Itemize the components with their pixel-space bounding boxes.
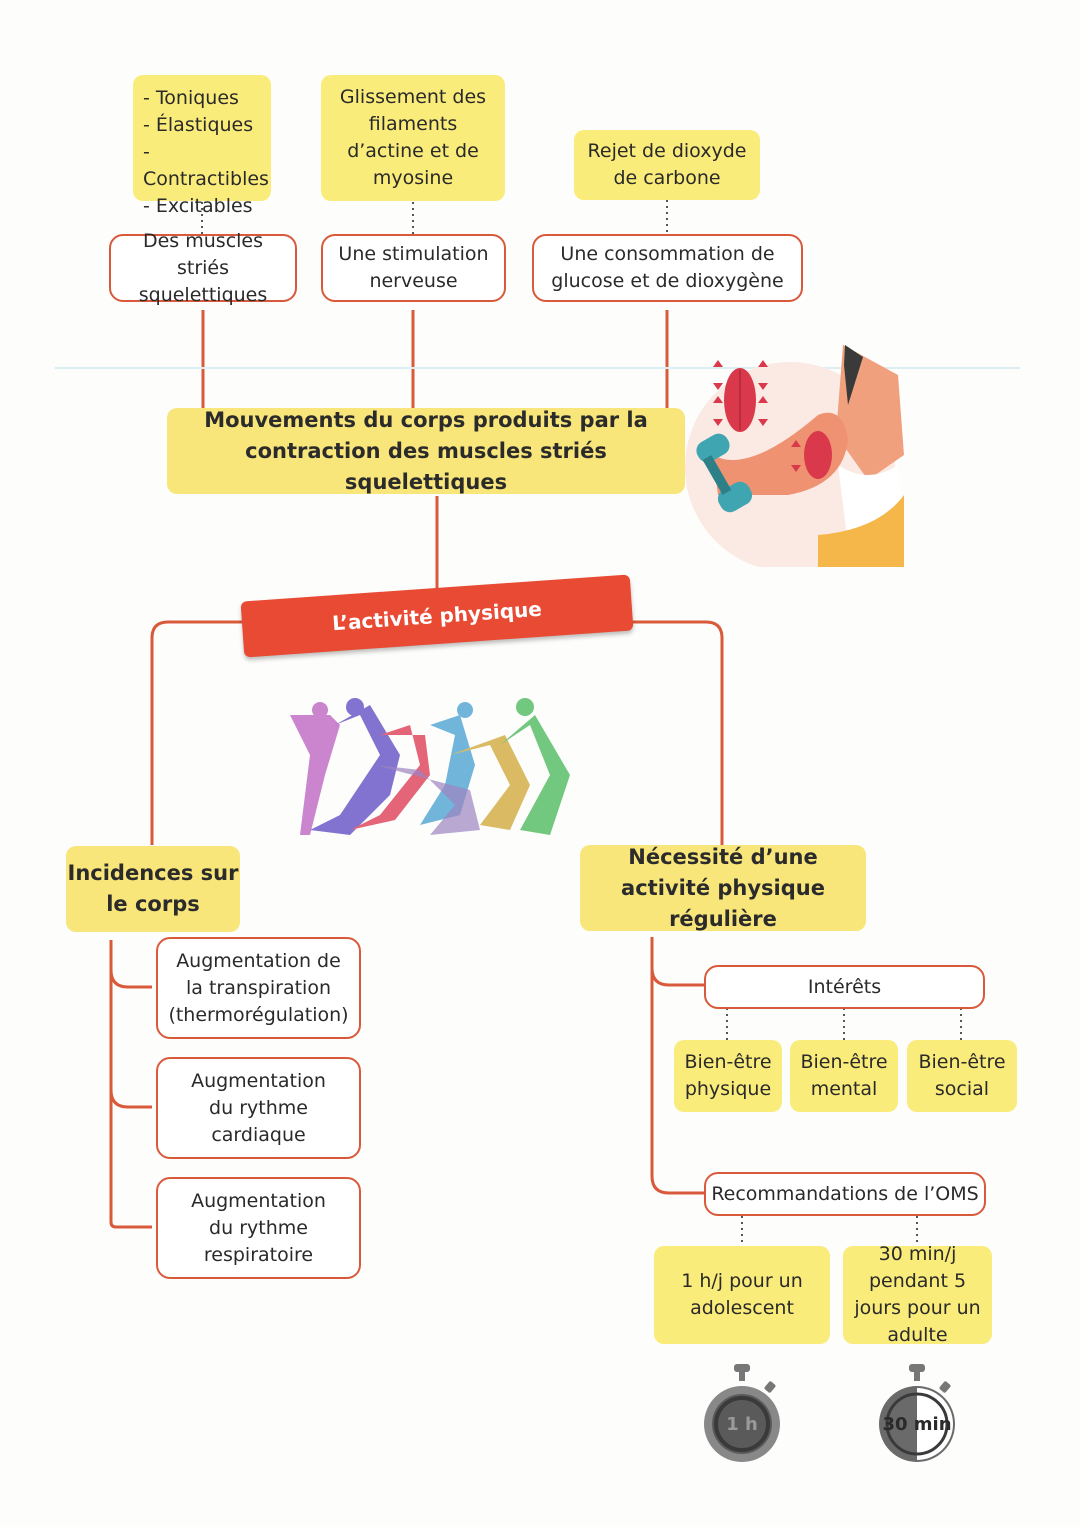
teen-recommendation-text: 1 h/j pour un adolescent <box>681 1270 803 1319</box>
adult-recommendation-text: 30 min/j pendant 5 jours pour un adulte <box>854 1243 981 1346</box>
nervous-stimulation-box: Une stimulation nerveuse <box>321 234 506 302</box>
necessity-title: Nécessité d’une activité physique réguli… <box>621 844 825 931</box>
stopwatch-icon: 30 min <box>877 1362 957 1468</box>
sliding-filaments-box: Glissement des filaments d’actine et de … <box>321 75 505 201</box>
property-item: - Toniques <box>143 87 239 109</box>
timer-30min-label: 30 min <box>882 1414 952 1435</box>
property-item: - Contractibles <box>143 141 269 190</box>
adult-recommendation-box: 30 min/j pendant 5 jours pour un adulte <box>843 1243 992 1346</box>
muscle-arm-icon <box>685 345 904 567</box>
interests-title: Intérêts <box>807 975 882 998</box>
activity-banner-text: L’activité physique <box>331 596 543 636</box>
timer-1h-label: 1 h <box>726 1414 758 1435</box>
co2-rejection-box: Rejet de dioxyde de carbone <box>574 130 760 200</box>
skeletal-muscles-text: Des muscles striés squelettiques <box>138 229 268 306</box>
teen-recommendation-box: 1 h/j pour un adolescent <box>654 1246 830 1344</box>
sweating-text: Augmentation de la transpiration (thermo… <box>168 949 349 1026</box>
heart-rate-box: Augmentation du rythme cardiaque <box>156 1057 361 1159</box>
consumption-text: Une consommation de glucose et de dioxyg… <box>551 243 784 292</box>
mental-wellbeing-text: Bien-être mental <box>800 1051 888 1100</box>
property-item: - Élastiques <box>143 114 254 136</box>
interests-box: Intérêts <box>704 965 985 1009</box>
stopwatch-icon: 1 h <box>702 1362 782 1468</box>
consumption-box: Une consommation de glucose et de dioxyg… <box>532 234 803 302</box>
necessity-title-box: Nécessité d’une activité physique réguli… <box>580 845 866 931</box>
incidences-title-box: Incidences sur le corps <box>66 846 240 932</box>
property-item: - Excitables <box>143 195 253 217</box>
social-wellbeing-text: Bien-être social <box>918 1051 1006 1100</box>
skeletal-muscles-box: Des muscles striés squelettiques <box>109 230 297 306</box>
oms-box: Recommandations de l’OMS <box>704 1172 986 1216</box>
incidences-title: Incidences sur le corps <box>67 861 239 916</box>
mental-wellbeing-box: Bien-être mental <box>790 1040 898 1112</box>
physical-wellbeing-box: Bien-être physique <box>674 1040 782 1112</box>
sliding-filaments-text: Glissement des filaments d’actine et de … <box>339 86 487 189</box>
muscle-properties-box: - Toniques - Élastiques - Contractibles … <box>133 75 271 217</box>
co2-rejection-text: Rejet de dioxyde de carbone <box>587 140 747 189</box>
nervous-stimulation-text: Une stimulation nerveuse <box>338 243 489 292</box>
movements-box: Mouvements du corps produits par la cont… <box>167 408 685 494</box>
heart-rate-text: Augmentation du rythme cardiaque <box>191 1069 326 1146</box>
breathing-rate-text: Augmentation du rythme respiratoire <box>191 1189 326 1266</box>
breathing-rate-box: Augmentation du rythme respiratoire <box>156 1177 361 1279</box>
oms-title: Recommandations de l’OMS <box>711 1182 979 1205</box>
physical-wellbeing-text: Bien-être physique <box>684 1051 772 1100</box>
athletes-silhouettes-icon <box>290 698 570 835</box>
social-wellbeing-box: Bien-être social <box>907 1040 1017 1112</box>
sweating-box: Augmentation de la transpiration (thermo… <box>156 937 361 1039</box>
movements-text: Mouvements du corps produits par la cont… <box>204 407 648 494</box>
